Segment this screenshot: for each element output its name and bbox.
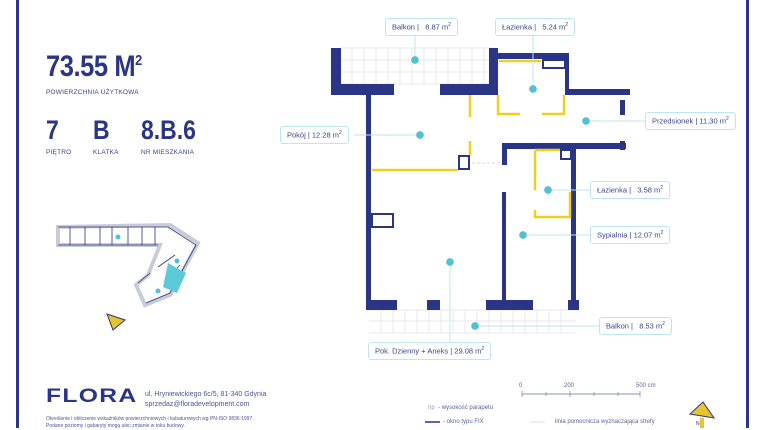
room-label-balkon-top: Balkon | 8.87 m2 bbox=[385, 18, 458, 36]
area-total: 73.55 M2 bbox=[46, 50, 142, 83]
compass-label: N bbox=[696, 421, 700, 427]
room-label-lazienka-2: Łazienka | 3.58 m2 bbox=[590, 181, 671, 199]
unit-value: 8.B.6 bbox=[141, 115, 196, 145]
scale-tick-200: 200 bbox=[564, 383, 575, 389]
compass-icon bbox=[688, 401, 716, 428]
legend-fix: - okno typu FIX bbox=[443, 419, 484, 425]
room-label-przedsionek: Przedsionek | 11.30 m2 bbox=[645, 112, 736, 130]
leader-lines bbox=[354, 36, 645, 342]
building-key-plan bbox=[56, 222, 201, 308]
stair-caption: KLATKA bbox=[93, 149, 119, 156]
legend-hp: hp - wysokość parapetu bbox=[428, 405, 494, 411]
stair-value: B bbox=[93, 115, 110, 145]
legend-helper-line: linia pomocnicza wyznaczająca strefy bbox=[555, 419, 655, 425]
room-label-lazienka-1: Łazienka | 5.24 m2 bbox=[495, 18, 576, 36]
room-label-pokoj: Pokój | 12.28 m2 bbox=[280, 126, 349, 144]
highlighted-unit bbox=[163, 263, 186, 293]
room-label-sypialnia: Sypialnia | 12.07 m2 bbox=[590, 226, 671, 244]
flora-logo: FLORA bbox=[46, 386, 138, 407]
walls bbox=[331, 48, 630, 310]
balcony-top-grid bbox=[341, 47, 492, 85]
fixtures bbox=[372, 59, 572, 219]
right-frame-line bbox=[746, 0, 749, 428]
scale-tick-500: 500 cm bbox=[636, 383, 656, 389]
area-caption: POWIERZCHNIA UŻYTKOWA bbox=[46, 89, 139, 96]
balcony-bottom-grid bbox=[369, 309, 576, 334]
floor-caption: PIĘTRO bbox=[46, 149, 72, 156]
scale-bar bbox=[521, 391, 641, 397]
disclaimer: Określenie i obliczenie wskaźników powie… bbox=[46, 416, 254, 429]
room-label-balkon-bottom: Balkon | 8.53 m2 bbox=[599, 317, 672, 335]
scale-tick-0: 0 bbox=[519, 383, 523, 389]
room-markers bbox=[411, 56, 590, 330]
floor-value: 7 bbox=[46, 115, 59, 145]
left-frame-line bbox=[16, 0, 19, 428]
key-plan-north-arrow-icon bbox=[106, 313, 127, 331]
unit-caption: NR MIESZKANIA bbox=[141, 149, 195, 156]
room-label-pokoj-dzienny: Pok. Dzienny + Aneks | 29.08 m2 bbox=[368, 342, 492, 360]
